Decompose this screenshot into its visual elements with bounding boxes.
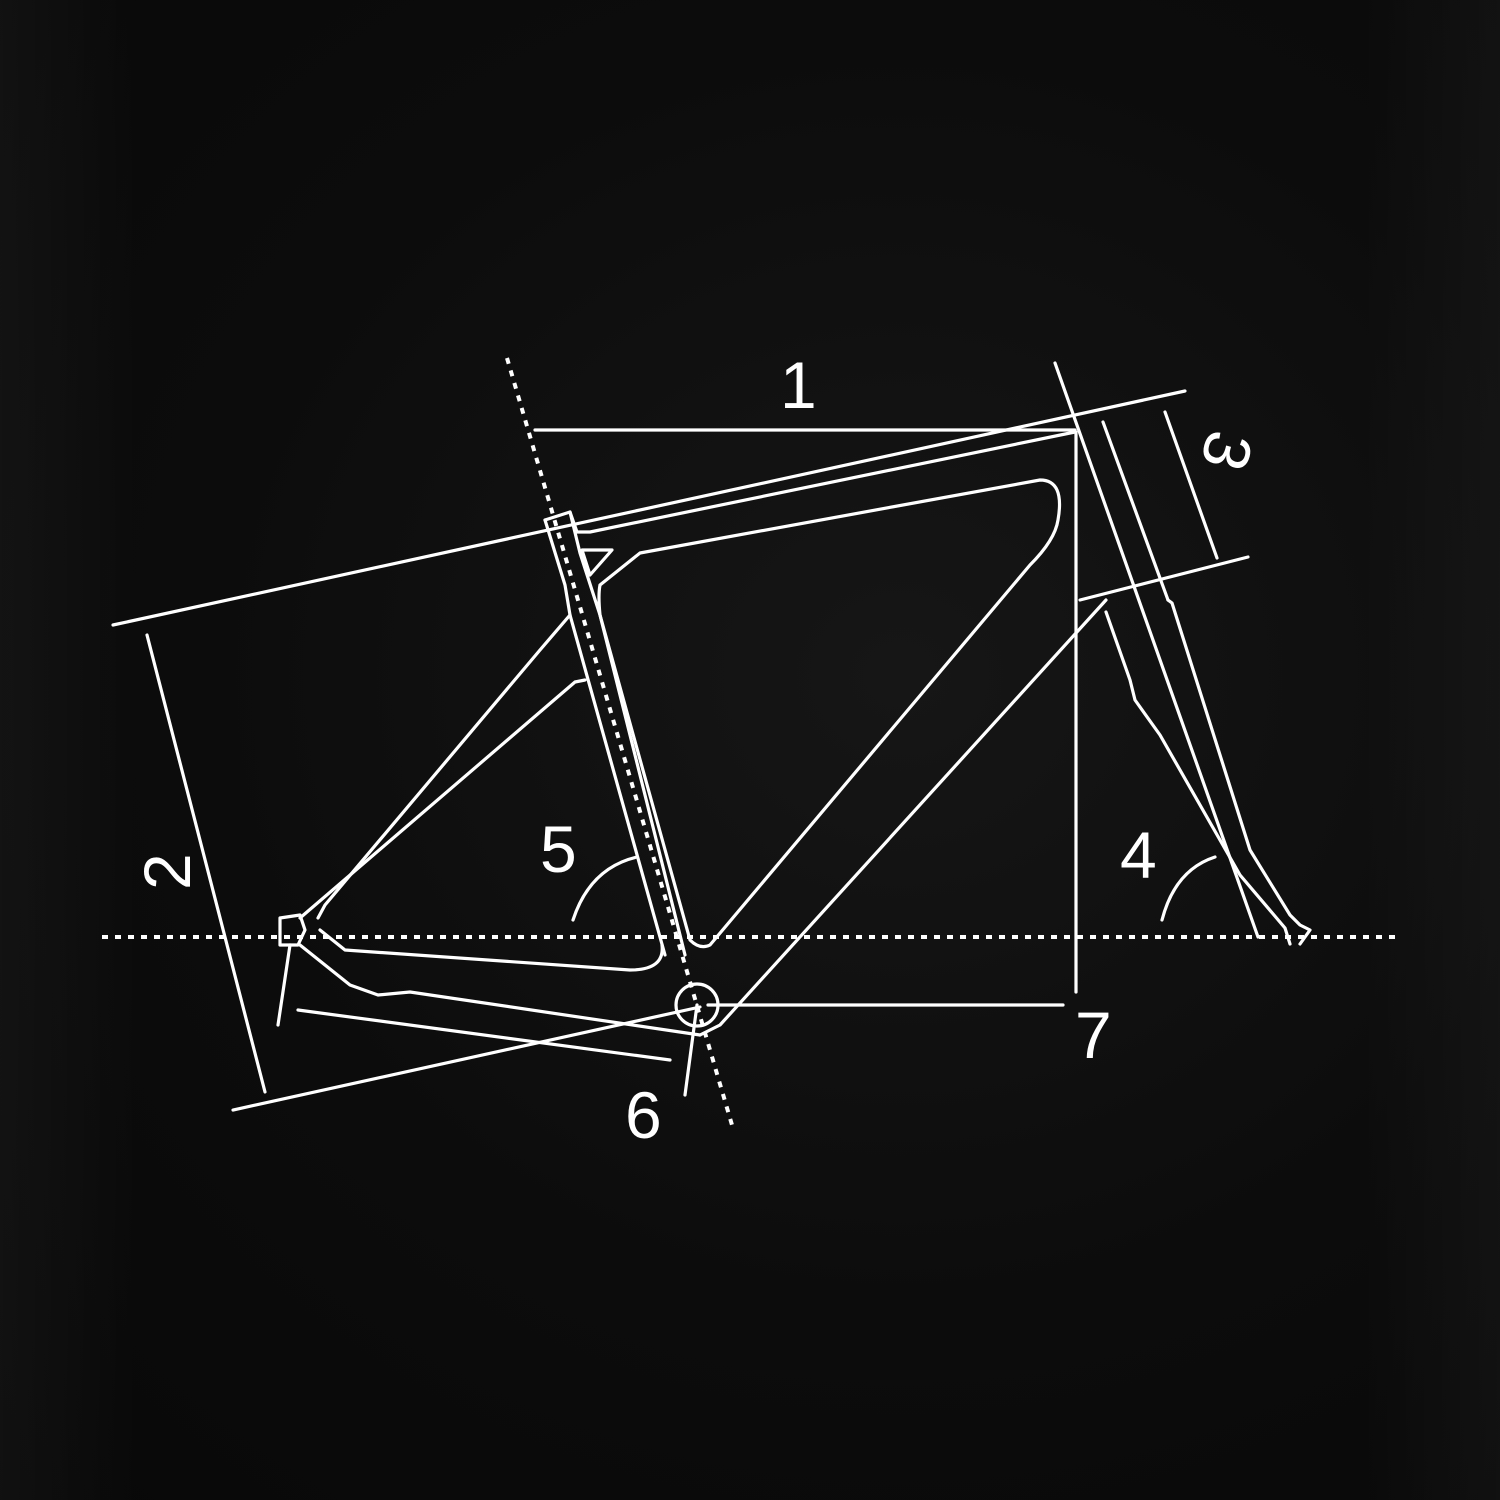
rear-axle-drop-line — [276, 943, 292, 1027]
seat-tube-front-wall — [543, 510, 687, 957]
label-head-tube-angle: 4 — [1120, 818, 1157, 892]
rear-dropout — [278, 913, 307, 947]
label-front-center: 7 — [1075, 998, 1112, 1072]
fork-blade — [1166, 598, 1312, 946]
label-stack: 2 — [130, 853, 204, 890]
bottom-bracket-circle — [674, 982, 720, 1028]
chainstay-length-line — [296, 1008, 672, 1062]
chain-stay-top — [318, 928, 664, 972]
chain-stay-bottom — [298, 943, 702, 1037]
label-bb-drop: 6 — [625, 1078, 662, 1152]
label-seat-tube-angle: 5 — [540, 812, 577, 886]
head-tube-front-edge — [1101, 420, 1170, 602]
seat-cluster-brace — [580, 548, 614, 577]
down-tube — [698, 598, 1108, 1037]
steering-axis-line — [1053, 361, 1260, 939]
head-tube-angle-arc — [1160, 855, 1217, 922]
seat-tube-rear-wall — [543, 518, 667, 957]
seat-stay — [316, 613, 572, 920]
seat-tube-angle-arc — [571, 855, 639, 922]
front-triangle-inner — [597, 478, 1062, 949]
seat-stay-inner — [298, 678, 587, 920]
stack-dimension-line — [145, 633, 267, 1094]
head-tube-length-line — [1163, 410, 1219, 560]
head-tube-lower-ref-line — [1078, 555, 1250, 602]
fork-rear-edge — [1104, 610, 1292, 946]
label-reach: 1 — [780, 348, 817, 422]
label-head-tube-length: 3 — [1187, 424, 1268, 479]
top-tube — [568, 430, 1077, 534]
seat-tube-axis-line — [505, 357, 734, 1126]
stack-top-line — [111, 389, 1187, 627]
bb-drop-leader — [683, 1003, 699, 1097]
